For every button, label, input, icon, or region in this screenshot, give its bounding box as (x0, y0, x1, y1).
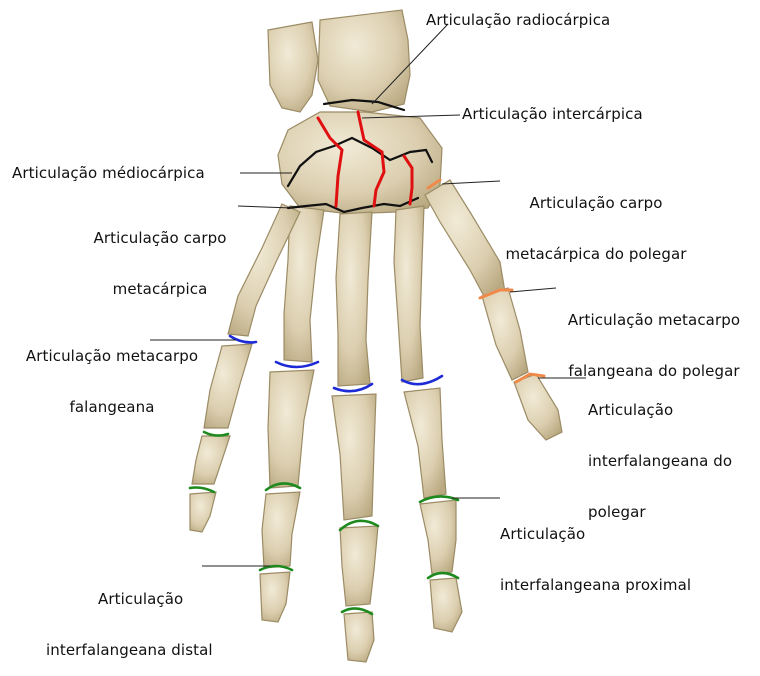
index-metacarpal (394, 206, 424, 382)
label-cmc-polegar-line1: Articulação carpo (496, 195, 696, 212)
label-ifd: Articulação interfalangeana distal (20, 557, 240, 676)
ring-proximal-phalanx (268, 370, 314, 488)
label-ifd-line1: Articulação (20, 591, 240, 608)
thumb-proximal-phalanx (482, 288, 528, 380)
dip-joint-line-ring (260, 566, 292, 570)
leader-mcf-polegar (510, 288, 556, 292)
ulna-bone (268, 22, 318, 112)
label-mediocarpica: Articulação médiocárpica (12, 165, 205, 182)
label-cmc-polegar-line2: metacárpica do polegar (496, 246, 696, 263)
label-carpo-metacarpica: Articulação carpo metacárpica (80, 196, 240, 315)
label-mcf-line1: Articulação metacarpo (12, 348, 212, 365)
index-distal-phalanx (430, 578, 462, 632)
radius-bone (318, 10, 410, 112)
label-intercarpica: Articulação intercárpica (462, 106, 643, 123)
thumb-metacarpal (425, 180, 505, 300)
little-distal-phalanx (190, 492, 216, 532)
label-if-polegar-line1: Articulação (588, 402, 732, 419)
index-proximal-phalanx (404, 388, 446, 498)
label-ifd-line2: interfalangeana distal (20, 642, 240, 659)
label-cmc-polegar: Articulação carpo metacárpica do polegar (496, 161, 696, 280)
label-mcf-polegar-line1: Articulação metacarpo (554, 312, 754, 329)
label-mcf: Articulação metacarpo falangeana (12, 314, 212, 433)
ring-distal-phalanx (260, 572, 290, 622)
label-radiocarpica: Articulação radiocárpica (426, 12, 610, 29)
little-middle-phalanx (192, 436, 230, 484)
mcp-joint-line-little (230, 336, 256, 342)
middle-proximal-phalanx (332, 394, 376, 520)
label-ifp: Articulação interfalangeana proximal (500, 492, 691, 611)
label-if-polegar-line2: interfalangeana do (588, 453, 732, 470)
label-carpo-metacarpica-line2: metacárpica (80, 281, 240, 298)
index-middle-phalanx (420, 500, 456, 574)
mcp-joint-line-ring (276, 362, 318, 367)
label-carpo-metacarpica-line1: Articulação carpo (80, 230, 240, 247)
label-mcf-line2: falangeana (12, 399, 212, 416)
ring-middle-phalanx (262, 492, 300, 568)
middle-middle-phalanx (340, 526, 378, 606)
middle-distal-phalanx (344, 612, 374, 662)
label-ifp-line1: Articulação (500, 526, 691, 543)
dip-joint-line-little (190, 488, 214, 493)
middle-metacarpal (336, 212, 372, 386)
label-ifp-line2: interfalangeana proximal (500, 577, 691, 594)
